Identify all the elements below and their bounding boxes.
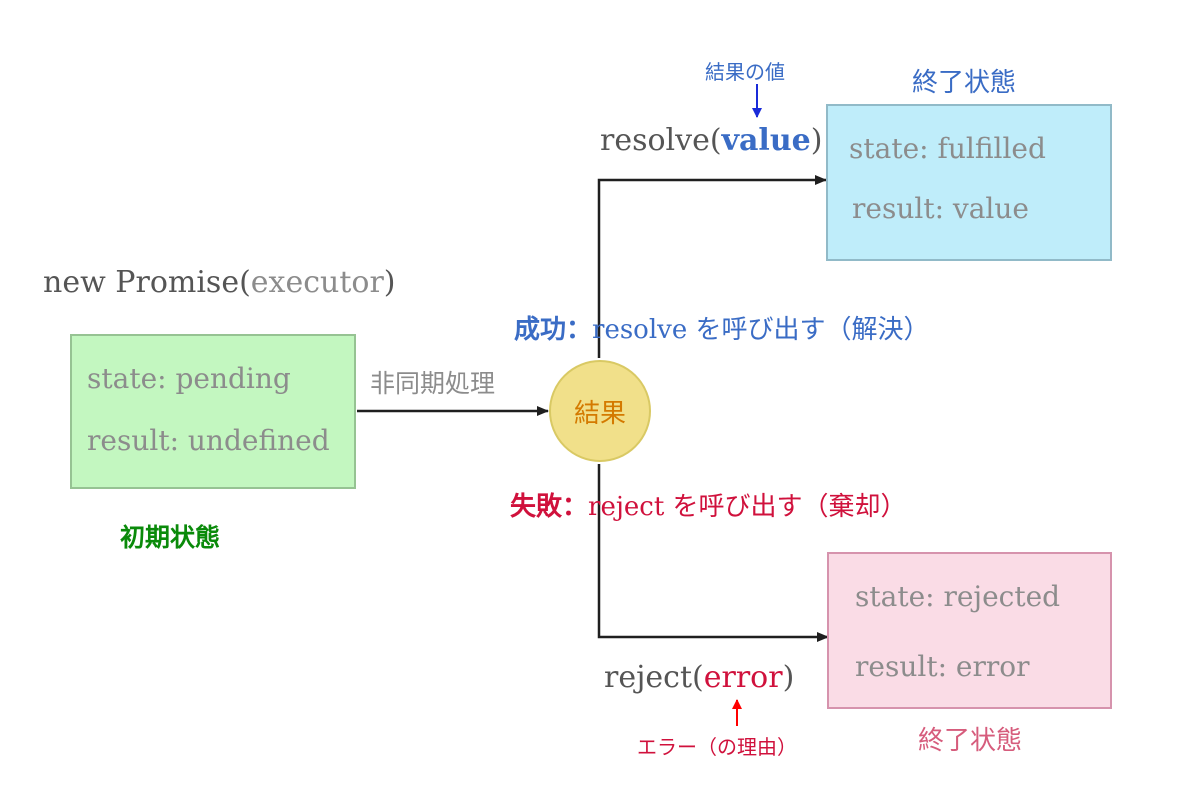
fulfilled-caption: 終了状態 (912, 68, 1017, 98)
reject-call-suffix: ) (782, 660, 795, 695)
rejected-result-text: result: error (855, 650, 1030, 683)
error-annotation: エラー（の理由） (637, 735, 797, 759)
resolve-call-label: resolve(value) (600, 123, 822, 158)
rejected-state-text: state: rejected (855, 580, 1061, 613)
success-label-prefix: 成功： (514, 315, 593, 345)
result-node-label: 結果 (573, 398, 626, 429)
resolve-call-arg: value (721, 123, 811, 158)
resolve-call-suffix: ) (810, 123, 823, 158)
constructor-label: new Promise(executor) (43, 265, 396, 300)
reject-call-prefix: reject( (604, 660, 704, 695)
value-annotation: 結果の値 (705, 60, 785, 84)
rejected-state-box: state: rejected result: error (827, 552, 1112, 709)
success-label: 成功：resolve を呼び出す（解決） (514, 309, 929, 346)
fulfilled-state-text: state: fulfilled (849, 132, 1046, 165)
success-arrow (597, 175, 827, 358)
success-label-main: resolve を呼び出す（解決） (592, 315, 930, 345)
failure-label-prefix: 失敗： (510, 492, 589, 522)
async-process-label: 非同期処理 (370, 369, 496, 398)
fulfilled-result-text: result: value (852, 192, 1029, 225)
failure-label-main: reject を呼び出す（棄却） (588, 492, 907, 522)
resolve-call-prefix: resolve( (600, 123, 722, 158)
initial-state-text: state: pending (87, 362, 291, 395)
initial-state-caption: 初期状態 (120, 523, 221, 552)
constructor-prefix: new Promise( (43, 265, 251, 300)
failure-label: 失敗：reject を呼び出す（棄却） (510, 486, 907, 523)
initial-state-box: state: pending result: undefined (70, 334, 356, 489)
failure-arrow (597, 464, 829, 642)
reject-call-label: reject(error) (604, 660, 794, 695)
constructor-arg: executor (250, 265, 384, 300)
rejected-caption: 終了状態 (918, 726, 1023, 756)
initial-result-text: result: undefined (87, 424, 330, 457)
fulfilled-state-box: state: fulfilled result: value (826, 104, 1112, 261)
reject-call-arg: error (703, 660, 783, 695)
constructor-suffix: ) (383, 265, 396, 300)
result-node: 結果 (549, 360, 651, 462)
